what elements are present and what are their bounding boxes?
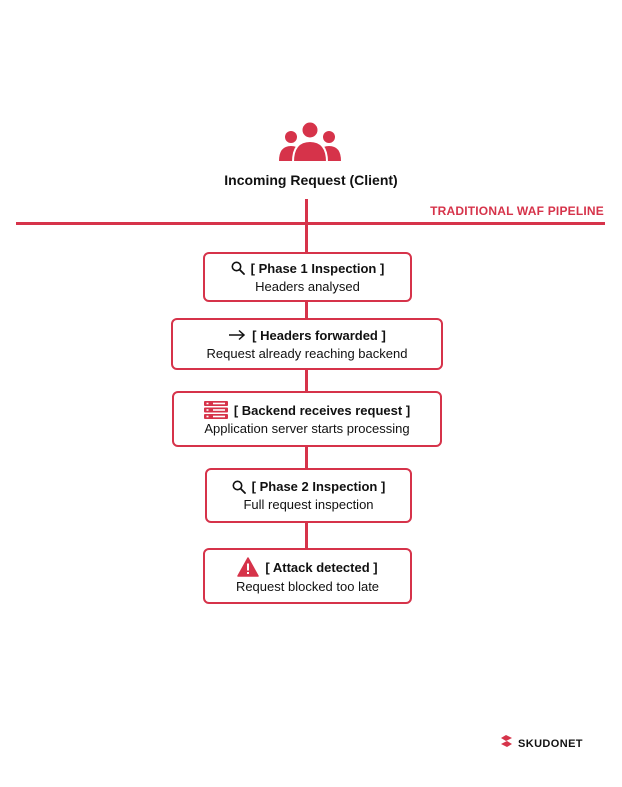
- step-subtitle: Application server starts processing: [204, 421, 410, 436]
- step-backend-receives: [ Backend receives request ] Application…: [172, 391, 442, 447]
- step-headers-forwarded: [ Headers forwarded ] Request already re…: [171, 318, 443, 370]
- step-subtitle: Headers analysed: [255, 278, 360, 294]
- pipeline-divider: [16, 222, 605, 225]
- connector-line-2: [305, 369, 308, 392]
- search-icon: [232, 480, 246, 494]
- search-icon: [231, 261, 245, 275]
- arrow-right-icon: [228, 329, 246, 341]
- step-phase1-inspection: [ Phase 1 Inspection ] Headers analysed: [203, 252, 412, 302]
- step-subtitle: Request blocked too late: [235, 579, 380, 594]
- step-title: [ Backend receives request ]: [233, 402, 411, 418]
- skudonet-logo-icon: [500, 734, 513, 753]
- connector-line-client: [305, 199, 308, 253]
- connector-line-4: [305, 523, 308, 549]
- pipeline-label: TRADITIONAL WAF PIPELINE: [430, 204, 604, 218]
- server-icon: [203, 401, 228, 419]
- step-title: [ Phase 2 Inspection ]: [251, 479, 386, 494]
- step-attack-detected: [ Attack detected ] Request blocked too …: [203, 548, 412, 604]
- connector-line-1: [305, 302, 308, 319]
- step-subtitle: Full request inspection: [243, 497, 374, 512]
- client-label: Incoming Request (Client): [224, 172, 398, 188]
- step-phase2-inspection: [ Phase 2 Inspection ] Full request insp…: [205, 468, 412, 523]
- step-title: [ Attack detected ]: [265, 559, 378, 575]
- logo-text: SKUDONET: [518, 737, 583, 750]
- users-icon: [278, 120, 342, 163]
- skudonet-logo: SKUDONET: [500, 734, 583, 753]
- warning-icon: [237, 557, 260, 577]
- step-title: [ Headers forwarded ]: [252, 327, 386, 343]
- step-title: [ Phase 1 Inspection ]: [250, 260, 385, 276]
- step-subtitle: Request already reaching backend: [206, 345, 408, 361]
- connector-line-3: [305, 447, 308, 469]
